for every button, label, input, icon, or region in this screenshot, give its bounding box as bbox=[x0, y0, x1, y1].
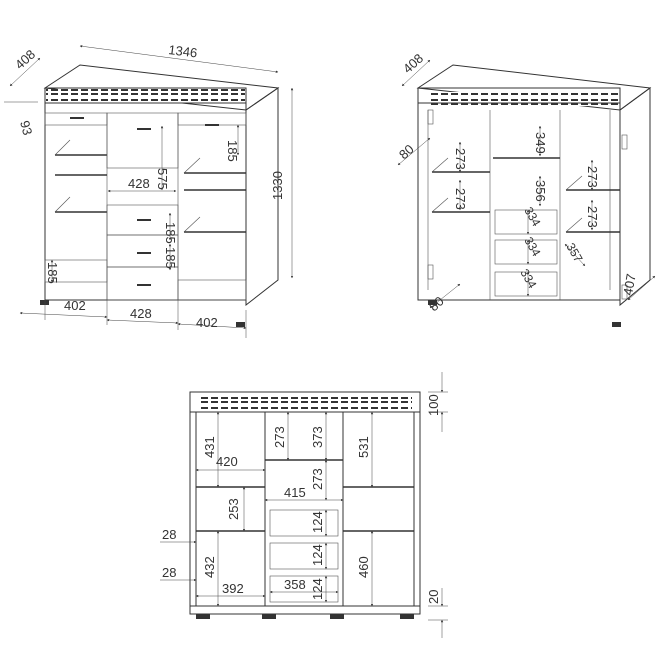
dim-label: 356 bbox=[533, 180, 548, 202]
dim-label: 357 bbox=[563, 241, 585, 266]
dim-label: 124 bbox=[310, 578, 325, 600]
dim-label: 349 bbox=[533, 132, 548, 154]
front-handle-top-left bbox=[70, 117, 84, 119]
open-foot bbox=[612, 322, 621, 327]
dim-label: 373 bbox=[310, 426, 325, 448]
dim-label: 100 bbox=[426, 394, 441, 416]
dim-label: 20 bbox=[426, 590, 441, 604]
dim-label: 253 bbox=[226, 498, 241, 520]
elev-mid-drawer bbox=[269, 575, 339, 603]
open-perspective-view: 408 80 273 273 349 356 334 334 334 357 2… bbox=[396, 51, 656, 327]
dim-label: 1346 bbox=[168, 42, 199, 60]
dim-label: 531 bbox=[356, 436, 371, 458]
dim-label: 273 bbox=[453, 148, 468, 170]
dim-label: 420 bbox=[216, 454, 238, 469]
dim-label: 575 bbox=[155, 168, 170, 190]
dim-label: 273 bbox=[585, 206, 600, 228]
front-handle-drawer bbox=[137, 284, 151, 286]
elev-foot bbox=[262, 614, 276, 619]
dim-label: 402 bbox=[196, 315, 218, 330]
front-foot bbox=[236, 322, 245, 327]
dim-label: 28 bbox=[162, 565, 176, 580]
dim-label: 273 bbox=[453, 188, 468, 210]
open-mid-drawer bbox=[494, 239, 558, 265]
dim-label: 334 bbox=[521, 235, 543, 260]
dim-label: 358 bbox=[284, 577, 306, 592]
elevation-decor-strip bbox=[198, 396, 412, 410]
elev-foot bbox=[330, 614, 344, 619]
open-mid-drawer bbox=[494, 209, 558, 235]
dim-label: 431 bbox=[202, 436, 217, 458]
dim-label: 124 bbox=[310, 511, 325, 533]
dim-label: 428 bbox=[128, 176, 150, 191]
open-front-face bbox=[417, 87, 621, 301]
dim-label: 460 bbox=[356, 556, 371, 578]
dim-label: 80 bbox=[426, 293, 447, 314]
elevation-outline bbox=[189, 391, 421, 615]
dim-label: 334 bbox=[517, 267, 539, 292]
dim-label: 407 bbox=[620, 273, 639, 297]
dim-label: 93 bbox=[17, 119, 35, 137]
dim-label: 28 bbox=[162, 527, 176, 542]
dim-label: 273 bbox=[585, 166, 600, 188]
open-mid-drawer bbox=[494, 271, 558, 297]
elev-mid-drawer bbox=[269, 509, 339, 537]
dim-label: 432 bbox=[202, 556, 217, 578]
dim-label: 408 bbox=[12, 47, 38, 73]
dim-label: 273 bbox=[272, 426, 287, 448]
dim-label: 185 bbox=[225, 140, 240, 162]
front-foot bbox=[40, 300, 49, 305]
dim-label: 1330 bbox=[270, 171, 285, 200]
front-decor-strip bbox=[46, 89, 245, 103]
dim-label: 408 bbox=[400, 51, 426, 77]
dim-label: 415 bbox=[284, 485, 306, 500]
elev-mid-drawer bbox=[269, 542, 339, 570]
dim-label: 185 bbox=[163, 247, 178, 269]
open-decor-strip bbox=[428, 92, 618, 106]
dim-label: 334 bbox=[521, 205, 543, 230]
elevation-view: 100 431 420 253 28 432 28 392 273 373 41… bbox=[160, 372, 448, 638]
elev-foot bbox=[400, 614, 414, 619]
front-handle-mid bbox=[137, 128, 151, 130]
dim-label: 185 bbox=[163, 222, 178, 244]
dim-label: 80 bbox=[396, 141, 417, 162]
front-handle-drawer bbox=[137, 219, 151, 221]
front-handle-top-right bbox=[205, 124, 219, 126]
dim-label: 392 bbox=[222, 581, 244, 596]
dim-label: 185 bbox=[45, 262, 60, 284]
dim-label: 402 bbox=[64, 298, 86, 313]
open-right-side bbox=[619, 87, 651, 307]
dim-label: 428 bbox=[130, 306, 152, 321]
front-perspective-view: 408 93 1346 1330 575 185 428 185 185 185… bbox=[4, 42, 294, 338]
front-handle-drawer bbox=[137, 252, 151, 254]
dim-label: 273 bbox=[310, 468, 325, 490]
front-face bbox=[44, 87, 247, 301]
dim-label: 124 bbox=[310, 544, 325, 566]
elev-foot bbox=[196, 614, 210, 619]
